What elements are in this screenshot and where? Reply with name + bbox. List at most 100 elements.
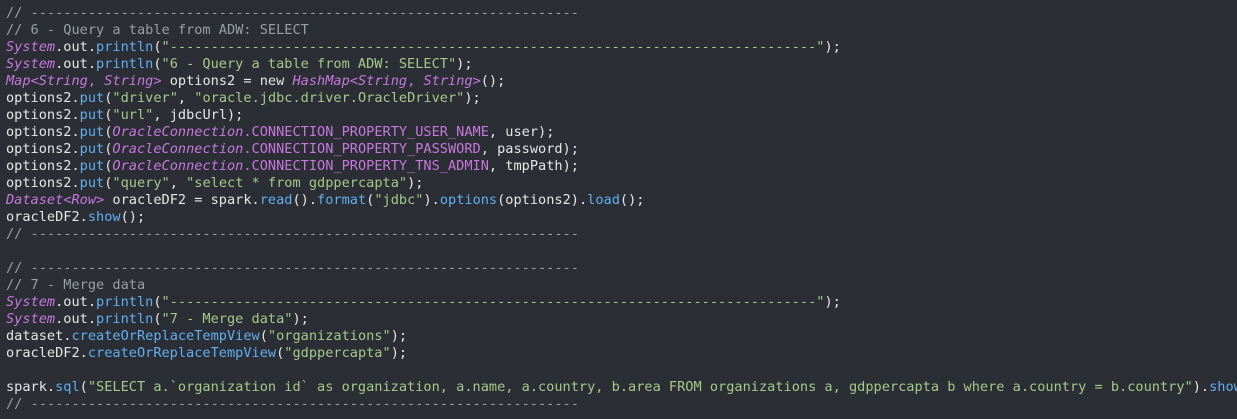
code-token-plain: ( (366, 192, 375, 208)
code-token-class: HashMap (292, 73, 350, 89)
code-line: options2.put("driver", "oracle.jdbc.driv… (6, 90, 1237, 107)
code-token-plain: options2. (6, 124, 80, 140)
code-line: oracleDF2.createOrReplaceTempView("gdppe… (6, 345, 1237, 362)
code-token-class: String (357, 73, 408, 89)
code-token-method: put (79, 90, 105, 106)
code-token-plain: ); (407, 175, 424, 191)
code-token-string: "6 - Query a table from ADW: SELECT" (161, 56, 457, 72)
code-token-method: format (317, 192, 367, 208)
code-token-plain: ( (153, 311, 162, 327)
code-token-plain: ( (153, 56, 162, 72)
code-line: // -------------------------------------… (6, 396, 1237, 413)
code-token-method: put (79, 107, 105, 123)
code-token-plain: , tmpPath); (488, 158, 579, 174)
code-token-comment: // -------------------------------------… (6, 260, 579, 276)
code-token-plain: .out. (55, 311, 97, 327)
code-token-string: "select * from gdppercapta" (186, 175, 408, 191)
code-token-plain: ( (259, 328, 268, 344)
code-token-method: println (96, 311, 154, 327)
code-token-plain: (); (480, 73, 506, 89)
code-token-plain: options2. (6, 175, 80, 191)
code-token-generic: < (63, 192, 72, 208)
code-line: System.out.println("--------------------… (6, 294, 1237, 311)
code-token-plain: , password); (480, 141, 579, 157)
code-line: options2.put(OracleConnection.CONNECTION… (6, 158, 1237, 175)
code-line: options2.put("query", "select * from gdp… (6, 175, 1237, 192)
code-token-plain: ); (390, 345, 408, 361)
code-token-generic: , (407, 73, 424, 89)
code-token-plain: ( (104, 107, 113, 123)
code-token-plain: oracleDF2 = spark. (104, 192, 260, 208)
code-token-method: put (79, 141, 105, 157)
code-token-string: "driver" (112, 90, 178, 106)
code-token-method: sql (55, 379, 80, 395)
code-token-plain: options2. (6, 107, 80, 123)
code-token-plain: options2. (6, 158, 80, 174)
code-line: // 6 - Query a table from ADW: SELECT (6, 22, 1237, 39)
code-token-plain: options2. (6, 141, 80, 157)
code-token-string: "query" (112, 175, 170, 191)
code-token-class: OracleConnection (112, 124, 244, 140)
code-token-method: read (259, 192, 293, 208)
code-token-plain: , user); (488, 124, 555, 140)
code-line: System.out.println("--------------------… (6, 39, 1237, 56)
code-token-plain: oracleDF2. (6, 345, 88, 361)
code-token-method: put (79, 124, 105, 140)
code-token-method: show (1209, 379, 1237, 395)
code-line: // -------------------------------------… (6, 260, 1237, 277)
code-line: options2.put(OracleConnection.CONNECTION… (6, 141, 1237, 158)
code-token-plain: ( (153, 39, 162, 55)
code-token-plain: ( (104, 90, 113, 106)
code-token-plain: options2 = new (161, 73, 293, 89)
code-token-string: "organizations" (267, 328, 391, 344)
code-token-comment: // -------------------------------------… (6, 396, 579, 412)
code-token-plain: ( (104, 141, 113, 157)
code-token-comment: // -------------------------------------… (6, 5, 579, 21)
code-token-method: println (96, 39, 154, 55)
code-line: options2.put(OracleConnection.CONNECTION… (6, 124, 1237, 141)
code-token-plain: .out. (55, 56, 97, 72)
code-token-plain: (); (619, 192, 645, 208)
code-token-plain: ); (292, 311, 309, 327)
code-token-class: Dataset (6, 192, 64, 208)
code-token-generic: > (472, 73, 481, 89)
code-token-plain: ( (104, 175, 113, 191)
code-token-comment: // 7 - Merge data (6, 277, 146, 293)
code-token-plain: ( (276, 345, 285, 361)
code-token-plain: oracleDF2. (6, 209, 88, 225)
code-token-plain: ); (824, 39, 841, 55)
code-line: // 7 - Merge data (6, 277, 1237, 294)
code-line: Map<String, String> options2 = new HashM… (6, 73, 1237, 90)
code-token-plain: , (177, 90, 195, 106)
code-token-plain: (); (120, 209, 146, 225)
code-token-method: put (79, 158, 105, 174)
code-line (6, 362, 1237, 379)
code-line: spark.sql("SELECT a.`organization id` as… (6, 379, 1237, 396)
code-token-plain: ); (464, 90, 481, 106)
code-token-plain: ( (104, 124, 113, 140)
code-token-class: .CONNECTION_PROPERTY_PASSWORD (243, 141, 481, 157)
code-token-generic: > (153, 73, 162, 89)
code-line: options2.put("url", jdbcUrl); (6, 107, 1237, 124)
code-token-method: load (587, 192, 620, 208)
code-token-class: String (38, 73, 88, 89)
code-token-method: println (96, 294, 154, 310)
code-token-method: show (87, 209, 121, 225)
code-line: oracleDF2.show(); (6, 209, 1237, 226)
code-line: // -------------------------------------… (6, 5, 1237, 22)
code-token-method: createOrReplaceTempView (87, 345, 277, 361)
code-token-method: createOrReplaceTempView (71, 328, 260, 344)
code-token-method: options (439, 192, 498, 208)
code-token-plain: ( (153, 294, 162, 310)
code-token-string: "url" (112, 107, 154, 123)
code-token-plain: ( (104, 158, 113, 174)
code-token-class: System (6, 311, 56, 327)
code-token-class: String (423, 73, 473, 89)
code-token-method: println (96, 56, 154, 72)
code-token-plain: , (169, 175, 187, 191)
code-token-plain: ); (390, 328, 408, 344)
code-token-class: String (104, 73, 154, 89)
code-token-string: "oracle.jdbc.driver.OracleDriver" (194, 90, 465, 106)
code-token-plain: dataset. (6, 328, 72, 344)
